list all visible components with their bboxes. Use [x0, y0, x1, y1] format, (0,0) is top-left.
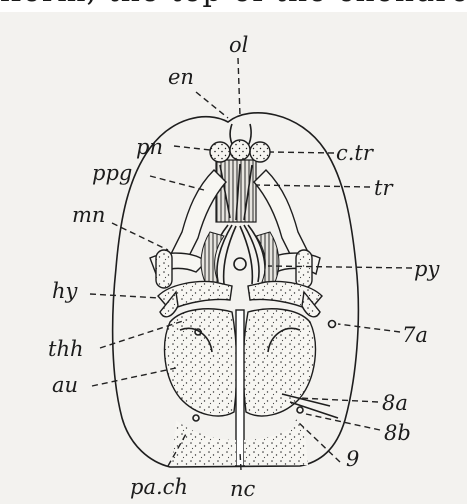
label-ol: ol	[229, 33, 248, 57]
label-ctr: c.tr	[336, 141, 375, 165]
label-9: 9	[346, 447, 359, 471]
label-tr: tr	[374, 176, 394, 200]
arch-right	[240, 225, 265, 284]
label-nc: nc	[230, 477, 256, 501]
label-mn: mn	[72, 203, 105, 227]
pn-capsule-left	[210, 142, 230, 162]
label-thh: thh	[48, 337, 84, 361]
label-en: en	[168, 65, 194, 89]
foramen-8b	[297, 407, 303, 413]
notochord	[236, 310, 244, 466]
label-hy: hy	[52, 279, 79, 303]
mass-left	[165, 309, 237, 416]
label-8a: 8a	[382, 391, 408, 415]
leader-ctr	[270, 152, 334, 153]
leader-ppg	[150, 176, 204, 190]
pn-capsule-mid	[230, 140, 250, 160]
label-7a: 7a	[402, 323, 428, 347]
leader-au	[92, 368, 176, 386]
pn-capsule-right	[250, 142, 270, 162]
leader-hy	[90, 294, 160, 298]
label-pach: pa.ch	[130, 475, 188, 499]
mandibular-right	[296, 250, 312, 288]
leader-ol	[238, 58, 240, 116]
leader-en	[196, 92, 228, 118]
foramen-low-left	[193, 415, 199, 421]
pituitary-fossa	[234, 258, 246, 270]
label-8b: 8b	[384, 421, 411, 445]
label-py: py	[414, 257, 440, 281]
right-nostril	[248, 124, 251, 146]
leader-pn	[174, 146, 210, 150]
arch-fill	[201, 232, 224, 284]
label-ppg: ppg	[92, 161, 132, 185]
label-au: au	[52, 373, 78, 397]
foramen-7a	[329, 321, 336, 328]
label-pn: pn	[136, 135, 163, 159]
mandibular-left	[156, 250, 172, 288]
leader-7a	[338, 324, 400, 332]
